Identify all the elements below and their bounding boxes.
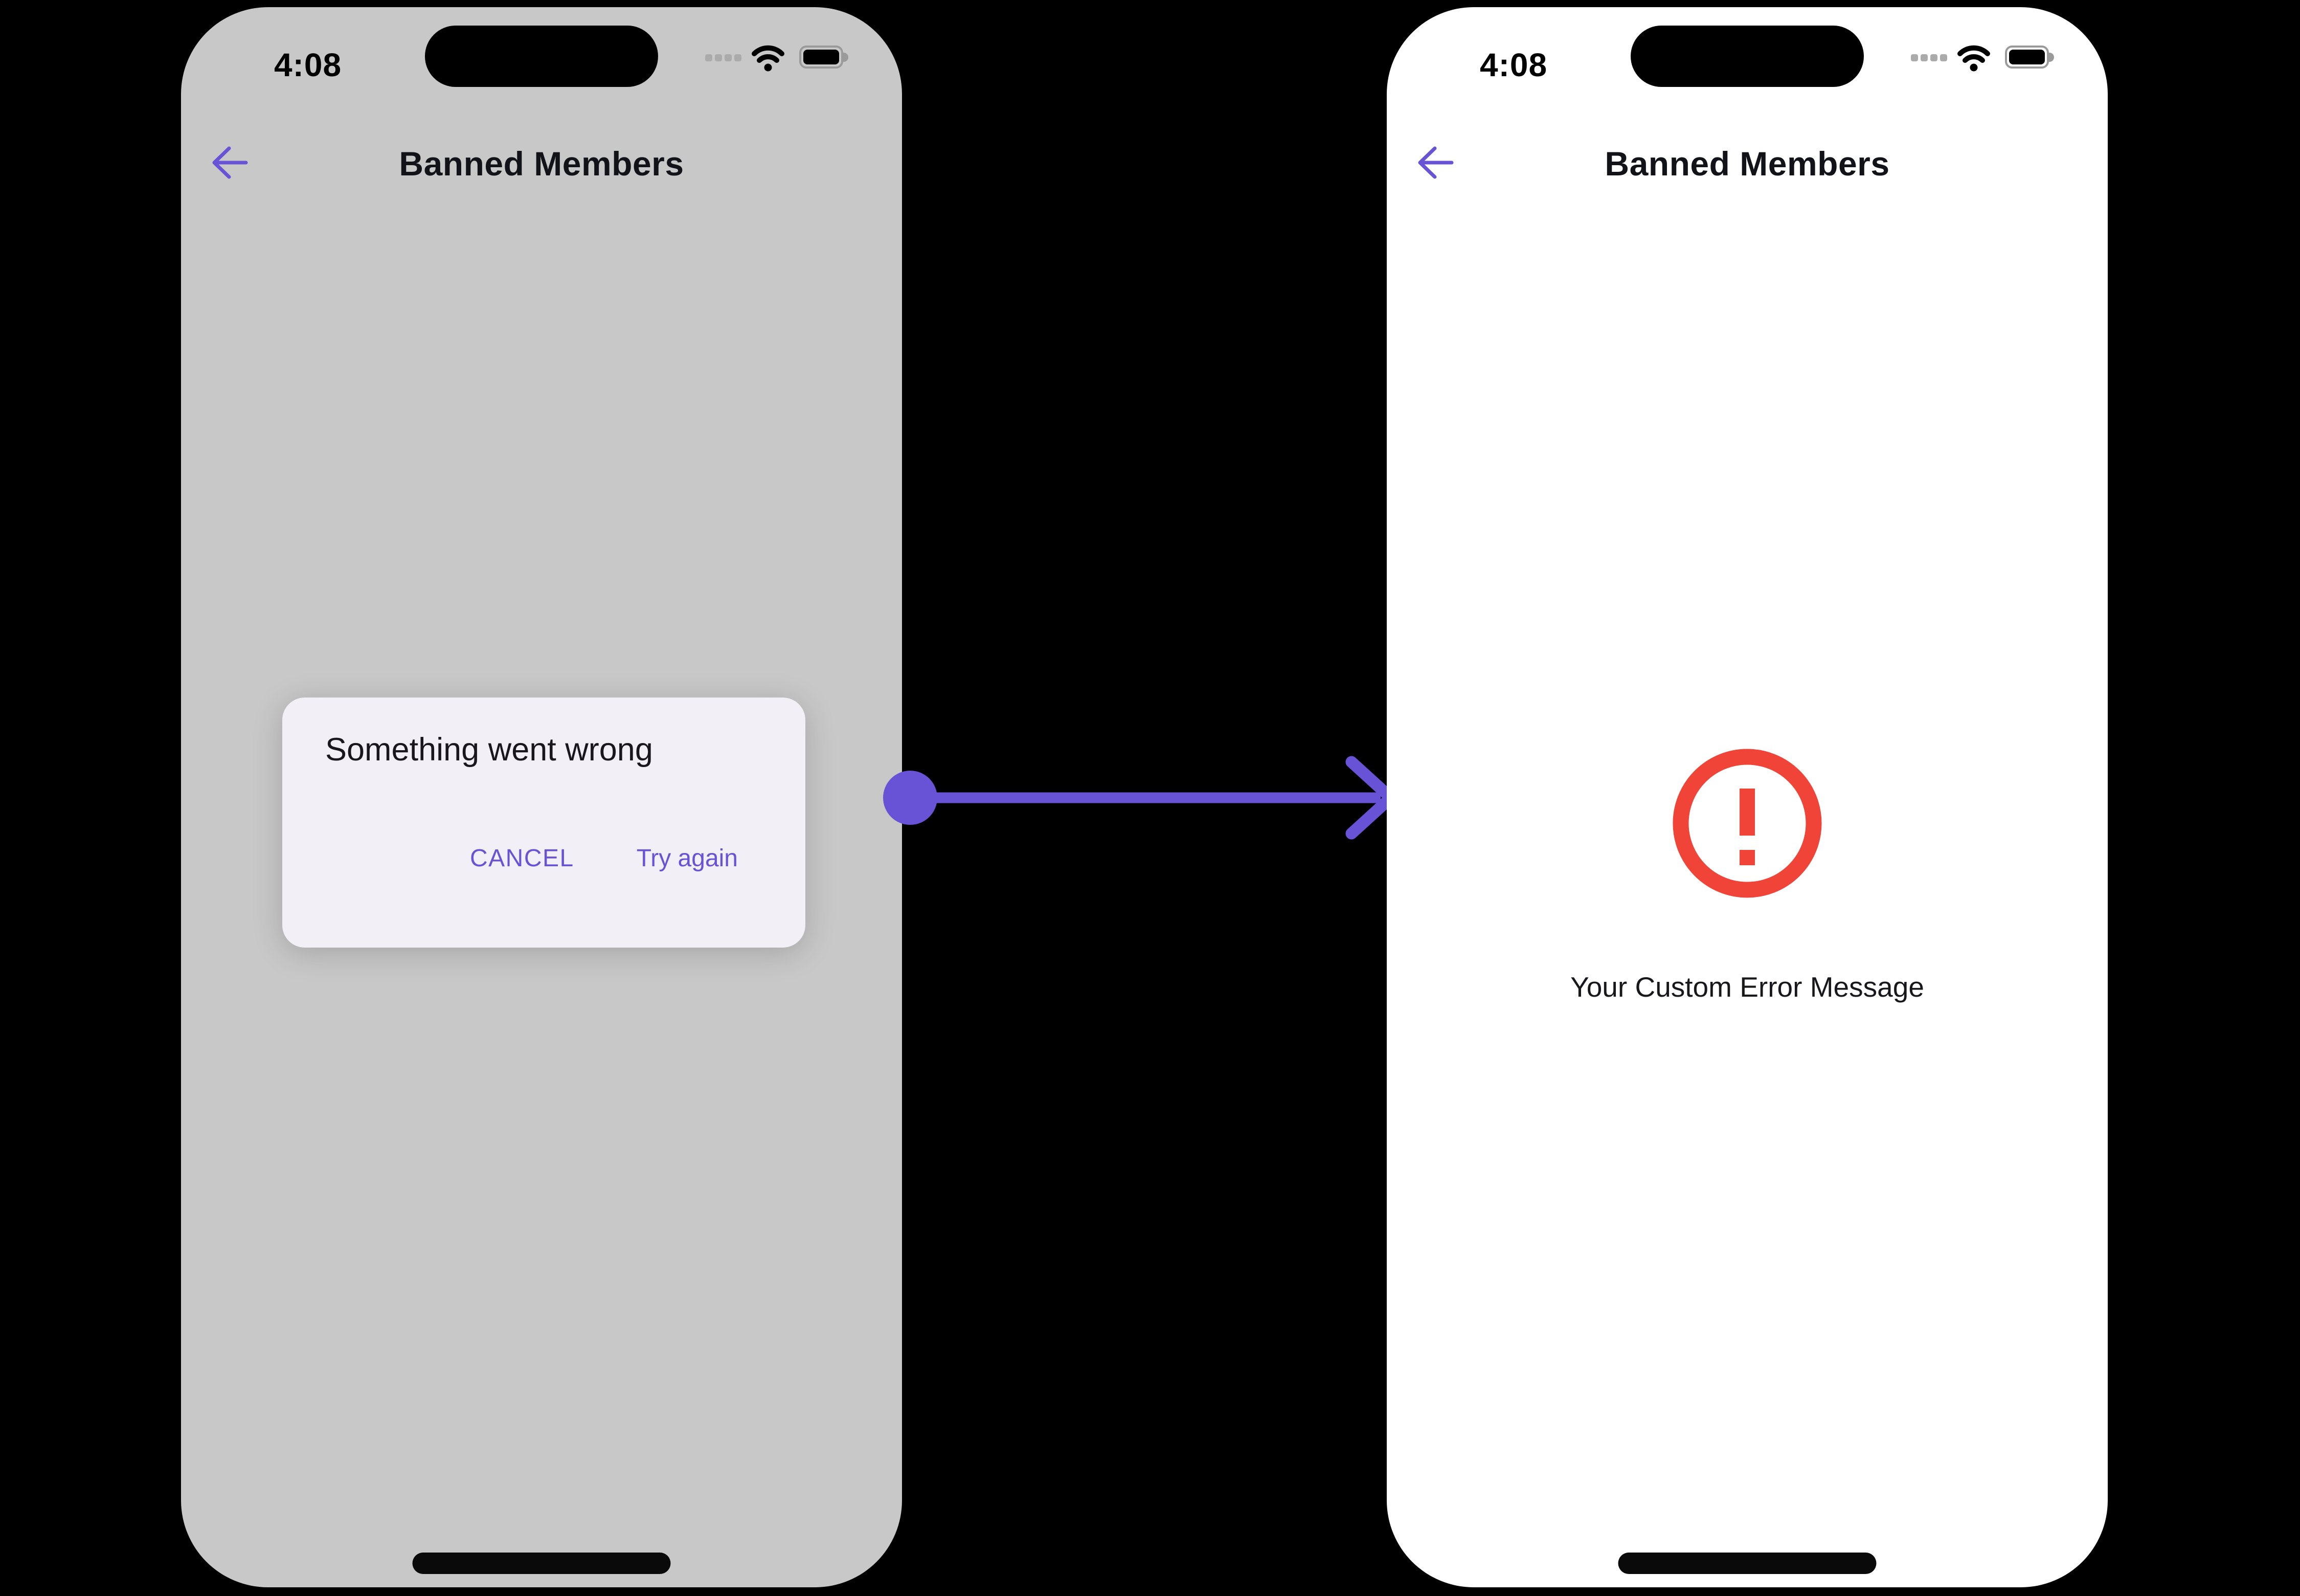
cellular-signal-icon [705,54,741,61]
page-title: Banned Members [1605,145,1890,183]
cancel-button[interactable]: CANCEL [469,845,574,872]
battery-icon [2005,46,2054,69]
back-button[interactable] [210,145,249,180]
dialog-title: Something went wrong [325,732,653,768]
home-indicator[interactable] [412,1553,671,1574]
home-indicator[interactable] [1618,1553,1877,1574]
dynamic-island [1631,26,1864,87]
page-title: Banned Members [399,145,684,183]
error-dialog: Something went wrong CANCEL Try again [282,698,805,948]
try-again-button[interactable]: Try again [636,845,738,872]
status-time: 4:08 [1480,47,1548,83]
wifi-icon [1957,45,1990,72]
phone-right-error-state: 4:08 Banned Members Your Custom Error Me… [1387,7,2108,1587]
battery-icon [799,46,848,69]
cellular-signal-icon [1911,54,1947,61]
wifi-icon [752,45,784,72]
dynamic-island [425,26,658,87]
flow-arrow-right-icon [883,756,1397,840]
dialog-actions: CANCEL Try again [470,844,738,873]
alert-circle-icon [1673,749,1822,898]
error-message: Your Custom Error Message [1570,971,1924,1003]
back-button[interactable] [1416,145,1455,180]
status-time: 4:08 [274,47,342,83]
phone-left-dialog-state: 4:08 Banned Members Something went wrong… [181,7,902,1587]
